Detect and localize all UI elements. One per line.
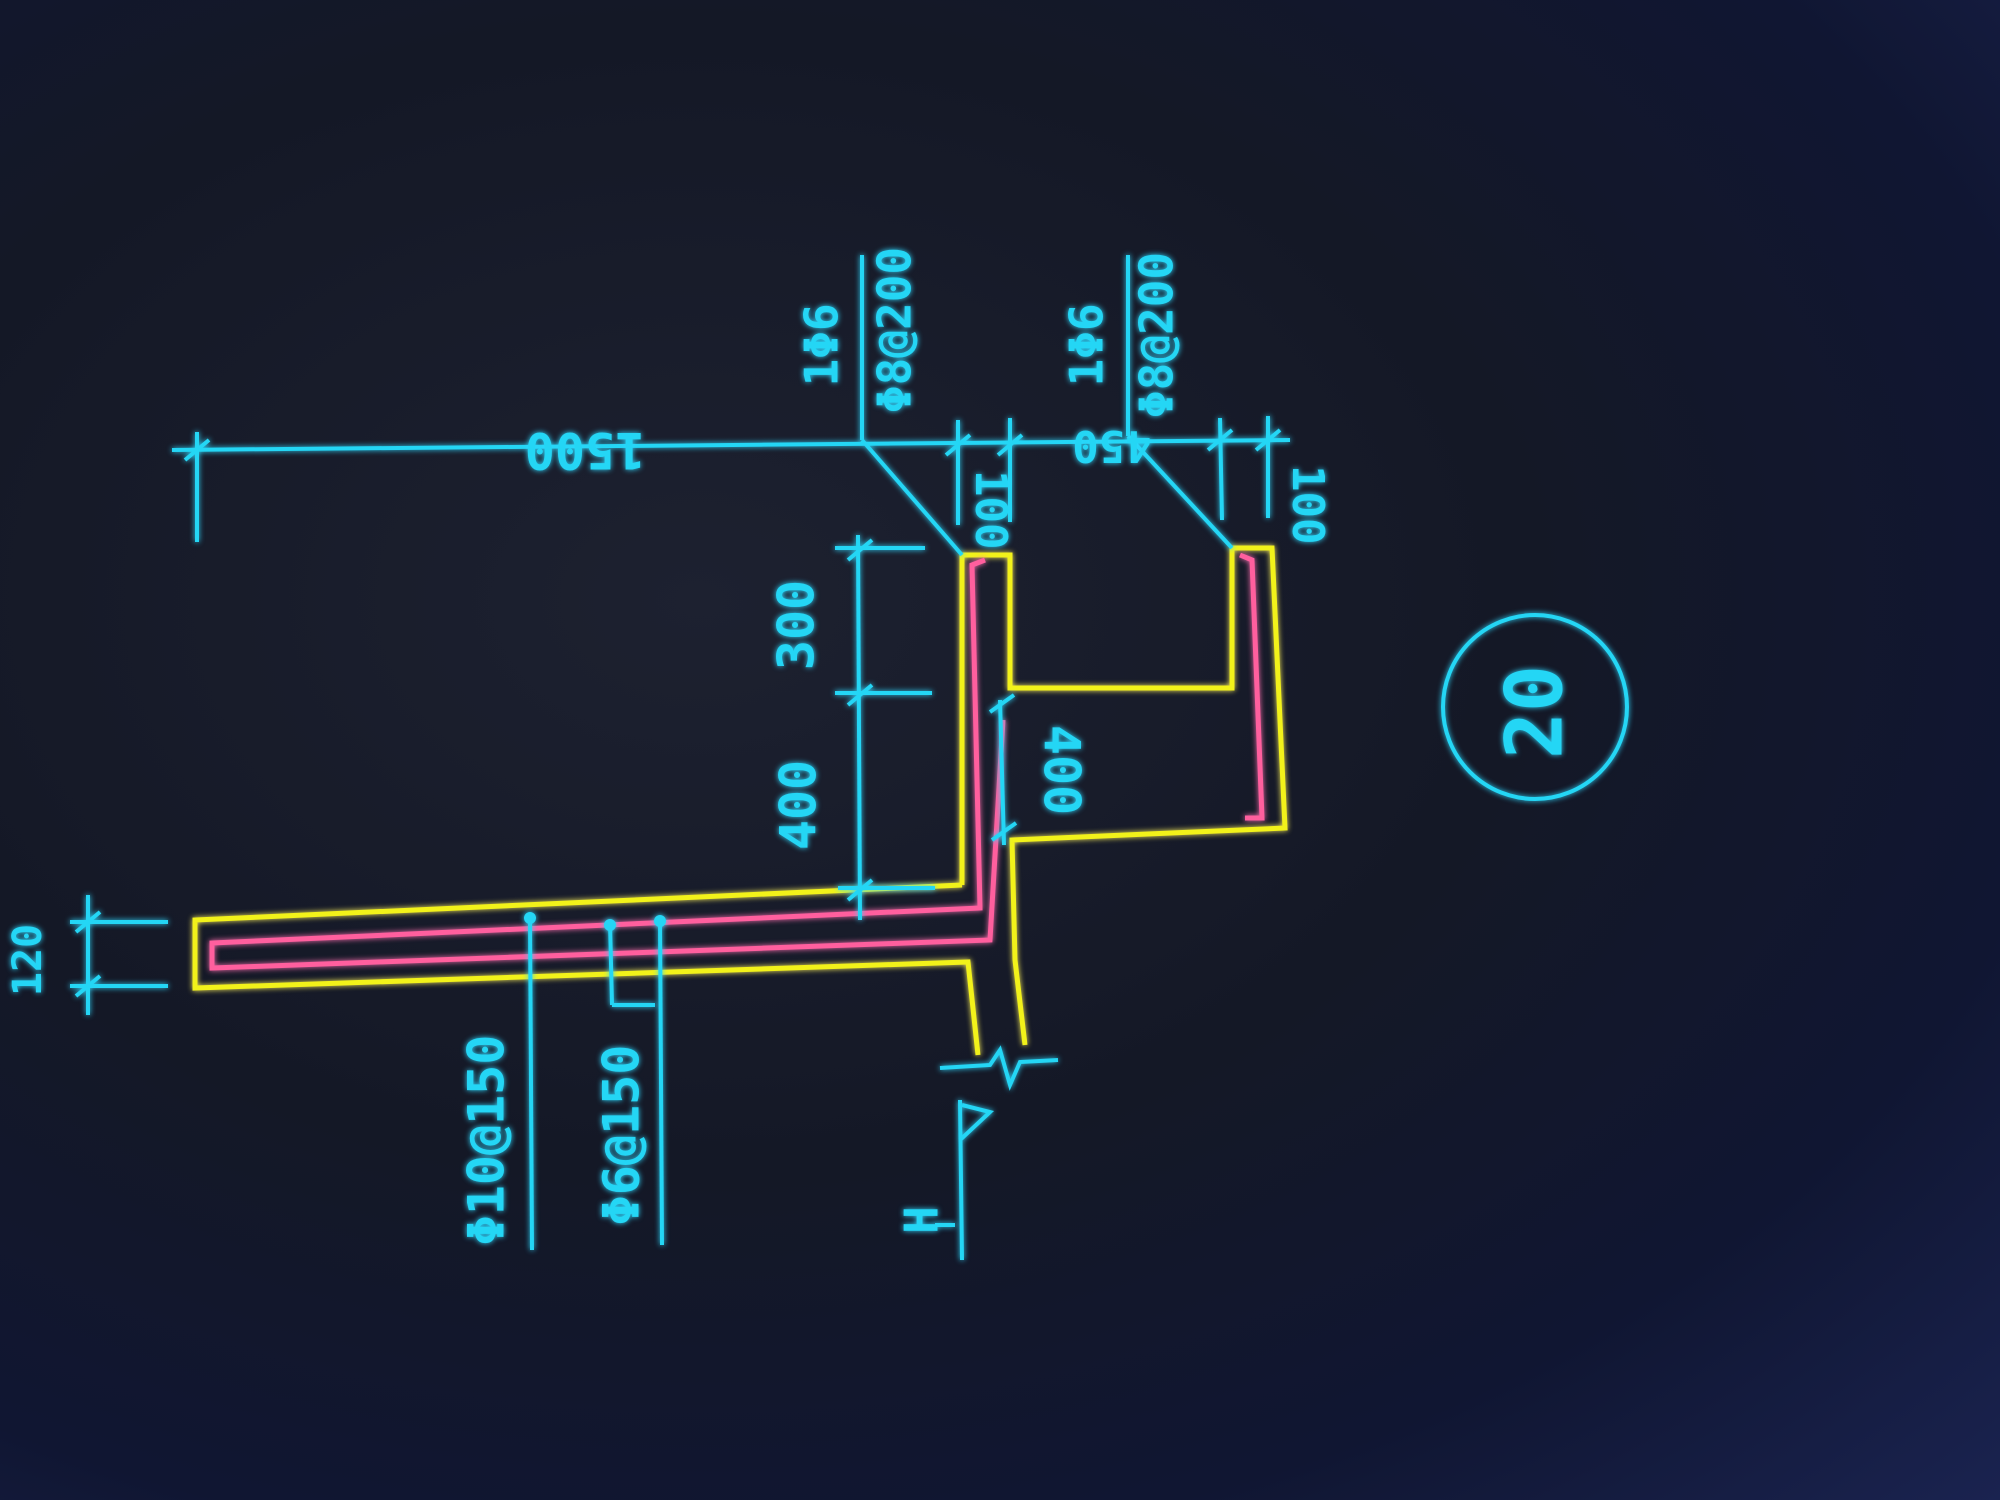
- section-circle: [1441, 613, 1629, 801]
- elevation-mark: H: [895, 1206, 949, 1234]
- dim-inner-400: 400: [1033, 725, 1091, 815]
- dim-top-1500: 1500: [525, 421, 645, 479]
- dim-left-400: 400: [770, 760, 828, 850]
- dim-top-100b: 100: [1282, 465, 1333, 544]
- cantilever-slab-outline: [192, 882, 981, 1056]
- label-slab-main: Φ10@150: [458, 1035, 516, 1246]
- dim-top-100a: 100: [965, 470, 1016, 549]
- dim-left-300: 300: [768, 580, 826, 670]
- left-dim-line: [856, 534, 862, 921]
- dimension-texts: 1500 100 450 100 300 400 400 120 1Φ6 Φ8@…: [5, 247, 1580, 1245]
- dim-slab-120: 120: [5, 924, 51, 996]
- label-slab-dist: Φ6@150: [593, 1045, 651, 1226]
- rebar-lines: [209, 552, 1265, 971]
- dimension-lines: [70, 255, 1629, 1261]
- concrete-outline: [192, 545, 1288, 1056]
- label-beam1-top: 1Φ6: [795, 303, 849, 386]
- top-dim-line: [171, 438, 1291, 452]
- dim-top-450: 450: [1072, 420, 1151, 471]
- rebar-beam2: [1239, 552, 1265, 821]
- label-beam2-top: 1Φ6: [1060, 303, 1114, 386]
- label-beam1-main: Φ8@200: [868, 247, 922, 413]
- section-number: 20: [1490, 665, 1580, 759]
- slab-outline: [959, 545, 1288, 1046]
- label-beam2-main: Φ8@200: [1130, 252, 1184, 418]
- rebar-beam1: [209, 557, 1006, 971]
